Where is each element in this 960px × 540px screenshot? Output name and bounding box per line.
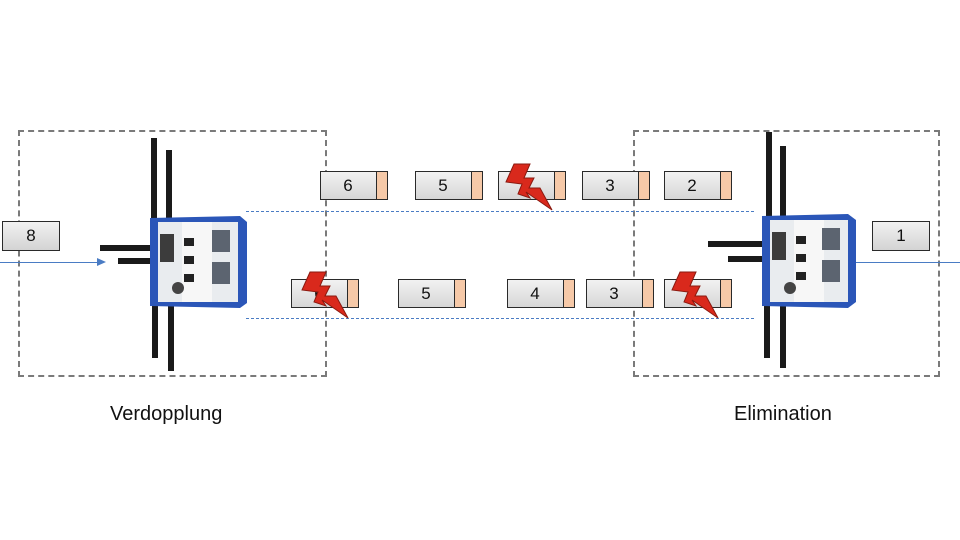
frame-tail: [554, 172, 565, 199]
frame-number: 3: [609, 284, 619, 303]
industrial-wireless-switch-icon: [100, 138, 247, 371]
frame-number: 4: [530, 284, 540, 303]
output-line: [856, 262, 960, 263]
input-frame-number: 8: [26, 226, 36, 245]
frame-tail: [471, 172, 482, 199]
lightning-bolt-icon: [671, 271, 719, 319]
frame-tail: [720, 280, 731, 307]
top-frame: 5: [415, 171, 483, 200]
input-arrow: [0, 257, 106, 266]
frame-number: 2: [687, 176, 697, 195]
bottom-frame: 4: [507, 279, 575, 308]
frame-tail: [720, 172, 731, 199]
top-frame: 2: [664, 171, 732, 200]
industrial-wireless-switch-icon: [708, 132, 856, 368]
output-frame-number: 1: [896, 226, 906, 245]
input-frame: 8: [2, 221, 60, 251]
bottom-frame: 5: [398, 279, 466, 308]
lightning-bolt-icon: [505, 163, 553, 211]
frame-number: 6: [343, 176, 353, 195]
frame-tail: [642, 280, 653, 307]
output-frame: 1: [872, 221, 930, 251]
elimination-label: Elimination: [734, 403, 832, 425]
frame-tail: [454, 280, 465, 307]
bottom-frame: 3: [586, 279, 654, 308]
elimination-zone: [633, 130, 940, 377]
frame-tail: [563, 280, 574, 307]
frame-number: 3: [605, 176, 615, 195]
frame-tail: [376, 172, 387, 199]
frame-tail: [347, 280, 358, 307]
frame-number: 5: [421, 284, 431, 303]
frame-tail: [638, 172, 649, 199]
top-path-line: [246, 211, 754, 212]
duplication-label: Verdopplung: [110, 403, 223, 425]
frame-number: 5: [438, 176, 448, 195]
duplication-zone: [18, 130, 327, 377]
bottom-path-line: [246, 318, 754, 319]
top-frame: 6: [320, 171, 388, 200]
top-frame: 3: [582, 171, 650, 200]
lightning-bolt-icon: [301, 271, 349, 319]
